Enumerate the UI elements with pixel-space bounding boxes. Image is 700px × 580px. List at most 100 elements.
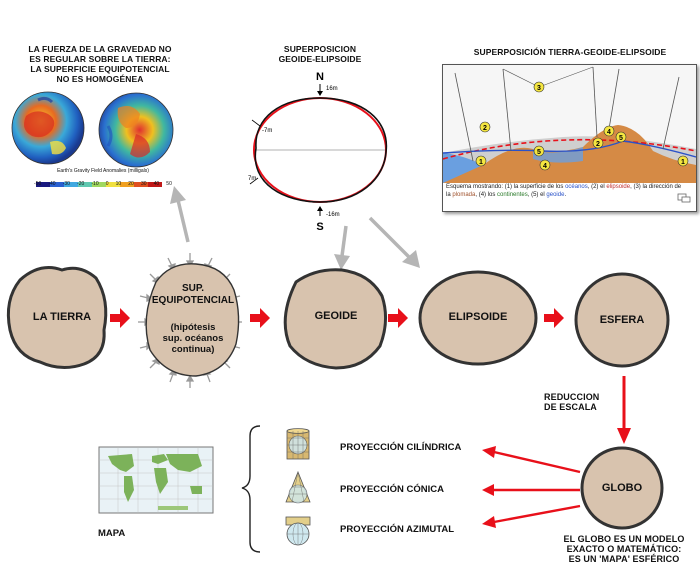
label-line: ES UN 'MAPA' ESFÉRICO [568, 554, 680, 564]
caption-text: , (2) el [587, 184, 607, 190]
left-bottom-value-label: 7m [248, 176, 256, 182]
label-elipsoide: ELIPSOIDE [448, 311, 508, 323]
red-arrows [110, 308, 564, 328]
tierra-geoide-elipsoide-inset: 3 2 2 4 4 5 5 1 1 Esquema mostrando: (1)… [442, 64, 697, 212]
legend-tick: -20 [77, 181, 85, 187]
gravity-legend-title: Earth's Gravity Field Anomalies (milliga… [57, 168, 149, 174]
label-line: continua) [171, 344, 215, 355]
legend-tick: 30 [140, 181, 147, 187]
arrow-elipsoide-esfera [544, 308, 564, 328]
south-label: S [316, 221, 323, 233]
map-label: MAPA [98, 528, 126, 539]
caption-line: GEOIDE-ELIPSOIDE [278, 54, 362, 64]
left-top-value-label: -7m [262, 128, 272, 134]
legend-tick: 0 [105, 181, 109, 187]
legend-tick: 20 [128, 181, 134, 187]
svg-text:1: 1 [479, 159, 483, 166]
inset-diagram: 3 2 2 4 4 5 5 1 1 [442, 65, 697, 183]
reduccion-label: REDUCCION DE ESCALA [544, 392, 614, 412]
enlarge-icon[interactable] [677, 193, 691, 203]
geoid-line [442, 140, 697, 158]
legend-tick: -50 [34, 181, 42, 187]
label-geoide: GEOIDE [314, 310, 358, 322]
caption-plumb: plomada [452, 192, 476, 198]
svg-text:1: 1 [681, 159, 685, 166]
world-map-image [98, 446, 214, 514]
marker-5 [533, 145, 545, 157]
node-equipotencial [145, 263, 240, 377]
node-tierra [6, 266, 108, 369]
conical-projection-label: PROYECCIÓN CÓNICA [340, 484, 444, 495]
label-esfera: ESFERA [599, 314, 645, 326]
node-esfera [574, 272, 670, 368]
azimuthal-projection-label: PROYECCIÓN AZIMUTAL [340, 524, 454, 535]
label-line: EQUIPOTENCIAL [151, 295, 235, 306]
svg-text:5: 5 [537, 149, 541, 156]
legend-tick: -30 [62, 181, 70, 187]
geoid-outline [254, 97, 388, 203]
gravity-legend-ticks: -50 -40 -30 -20 -10 0 10 20 30 40 50 [28, 181, 178, 187]
azimuthal-projection-icon [285, 516, 311, 546]
marker-5b [615, 131, 627, 143]
label-equipotencial-note: (hipótesis sup. océanos continua) [146, 322, 240, 355]
gravity-caption-line: NO ES HOMOGÉNEA [56, 74, 144, 84]
svg-text:5: 5 [619, 135, 623, 142]
legend-tick: 50 [166, 181, 172, 187]
north-label: N [316, 71, 324, 83]
marker-1 [475, 155, 487, 167]
label-line: (hipótesis [170, 322, 216, 333]
legend-tick: -10 [91, 181, 99, 187]
label-line: EL GLOBO ES UN MODELO [563, 534, 685, 544]
svg-text:2: 2 [483, 125, 487, 132]
caption-text: . [564, 192, 567, 198]
svg-text:4: 4 [543, 163, 547, 170]
marker-2 [479, 121, 491, 133]
cylindrical-projection-label: PROYECCIÓN CILÍNDRICA [340, 442, 462, 453]
bottom-value-label: -16m [326, 212, 340, 218]
gray-arrows [170, 186, 420, 270]
cylinder-projection-icon [286, 428, 310, 460]
bracket [241, 425, 261, 553]
node-geoide [283, 268, 387, 370]
label-line: sup. océanos [162, 333, 224, 344]
geoid-ellipsoid-diagram: N S 16m -7m 7m -16m [248, 71, 388, 233]
caption-text: , (4) los [475, 192, 498, 198]
marker-3 [533, 81, 545, 93]
caption-ellipsoid: elipsoide [606, 184, 631, 190]
caption-text: Esquema mostrando: (1) la superficie de … [446, 184, 566, 190]
label-line: DE ESCALA [544, 402, 597, 412]
node-elipsoide [418, 270, 538, 366]
geoid-ellipsoid-caption: SUPERPOSICION GEOIDE-ELIPSOIDE [250, 44, 390, 64]
legend-tick: 40 [153, 181, 160, 187]
label-equipotencial: SUP. EQUIPOTENCIAL [146, 283, 240, 307]
caption-line: SUPERPOSICION [283, 44, 357, 54]
top-value-label: 16m [326, 86, 338, 92]
gravity-caption-line: LA SUPERFICIE EQUIPOTENCIAL [30, 64, 170, 74]
marker-1b [677, 155, 689, 167]
legend-tick: -40 [48, 181, 56, 187]
caption-text: , (5) el [527, 192, 547, 198]
gravity-globes-image [11, 91, 174, 187]
marker-4b [539, 159, 551, 171]
globe-right [98, 92, 174, 168]
svg-text:3: 3 [537, 85, 541, 92]
label-line: EXACTO O MATEMÁTICO: [566, 544, 682, 554]
legend-tick: 10 [115, 181, 122, 187]
cone-projection-icon [285, 470, 311, 504]
marker-4 [603, 125, 615, 137]
caption-continents: continentes [497, 192, 528, 198]
svg-text:2: 2 [596, 141, 600, 148]
arrow-tierra-equipotencial [110, 308, 130, 328]
gravity-legend: Earth's Gravity Field Anomalies (milliga… [28, 168, 178, 187]
arrow-equipotencial-geoide [250, 308, 270, 328]
gravity-caption: LA FUERZA DE LA GRAVEDAD NO ES REGULAR S… [20, 44, 180, 84]
marker-2b [592, 137, 604, 149]
label-line: REDUCCION [544, 392, 600, 402]
tierra-geoide-elipsoide-caption: SUPERPOSICIÓN TIERRA-GEOIDE-ELIPSOIDE [473, 47, 667, 57]
caption-oceans: océanos [565, 184, 588, 190]
reduction-arrow-head [617, 428, 631, 444]
globe-projection-arrows [482, 446, 581, 528]
globo-note: EL GLOBO ES UN MODELO EXACTO O MATEMÁTIC… [556, 534, 692, 564]
gravity-caption-line: ES REGULAR SOBRE LA TIERRA: [29, 54, 171, 64]
